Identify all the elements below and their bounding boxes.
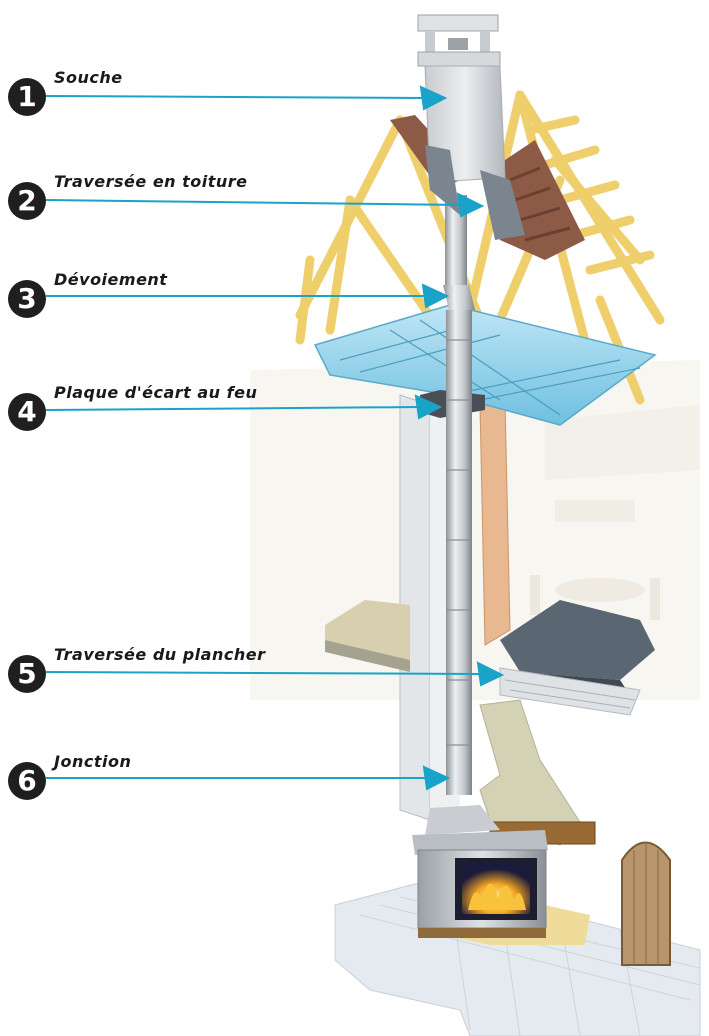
callout-5: 5 Traversée du plancher — [8, 645, 348, 695]
floor-slab — [325, 600, 655, 716]
number-badge-4: 4 — [8, 393, 46, 431]
wood-stove — [412, 805, 548, 938]
callout-arrows — [45, 85, 505, 791]
callout-label-6: Jonction — [54, 752, 132, 771]
callout-label-3: Dévoiement — [54, 270, 168, 289]
callout-4: 4 Plaque d'écart au feu — [8, 383, 348, 433]
callout-label-4: Plaque d'écart au feu — [54, 383, 258, 402]
number-badge-1: 1 — [8, 78, 46, 116]
masonry-wall — [479, 699, 586, 846]
callout-2: 2 Traversée en toiture — [8, 172, 348, 222]
callout-label-1: Souche — [54, 68, 123, 87]
callout-label-2: Traversée en toiture — [54, 172, 248, 191]
callout-1: 1 Souche — [8, 68, 348, 118]
door — [621, 841, 671, 966]
fire-flames — [468, 883, 526, 910]
flue-pipe — [443, 195, 475, 795]
number-badge-3: 3 — [8, 280, 46, 318]
callout-6: 6 Jonction — [8, 752, 348, 802]
callout-3: 3 Dévoiement — [8, 270, 348, 320]
number-badge-5: 5 — [8, 655, 46, 693]
callout-label-5: Traversée du plancher — [54, 645, 266, 664]
number-badge-2: 2 — [8, 182, 46, 220]
number-badge-6: 6 — [8, 762, 46, 800]
fire-shield-board — [479, 399, 511, 646]
chimney-stack — [417, 14, 525, 240]
